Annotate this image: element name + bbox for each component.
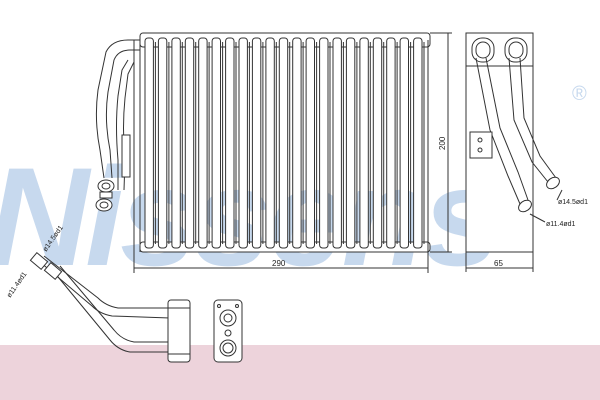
side-pipe-a-inner: [485, 57, 529, 201]
fin-tube: [372, 37, 383, 249]
fin-tube: [211, 37, 222, 249]
detail-port-lower: [219, 339, 237, 357]
detail-port-upper: [219, 309, 237, 327]
fin-tube: [238, 37, 248, 249]
detail-bolt-hole: [224, 329, 232, 337]
detail-pipe-upper: [39, 261, 171, 319]
pipe-bracket: [121, 134, 131, 178]
pipe-fitting-nut: [99, 191, 113, 199]
detail-fitting-upper: [29, 251, 49, 271]
inlet-pipe: [95, 39, 140, 179]
fin-tube: [292, 37, 302, 249]
detail-port-lower-inner: [222, 342, 234, 354]
side-view: [465, 32, 563, 272]
detail-pipe-upper-inner: [43, 255, 170, 309]
fin-tube: [332, 37, 342, 249]
outlet-pipe: [116, 59, 129, 190]
side-label-small: ø11.4ød1: [546, 221, 576, 228]
fin-tube: [359, 37, 369, 249]
side-pipe-b: [508, 57, 549, 183]
side-loop-right-inner: [508, 41, 524, 59]
dim-height-label: 200: [438, 136, 447, 150]
detail-corner-hole-a: [217, 304, 221, 308]
side-bracket-hole-bottom: [477, 147, 483, 153]
side-pipe-b-inner: [519, 57, 557, 179]
side-loop-left: [471, 37, 495, 63]
detail-port-upper-inner: [223, 313, 233, 323]
fin-tube: [345, 37, 356, 249]
pipe-fitting-upper-hole: [101, 182, 111, 190]
fin-tube: [319, 37, 329, 249]
side-fitting-large: [546, 176, 560, 190]
fin-tube: [386, 37, 396, 249]
side-loop-right: [504, 37, 528, 63]
registered-mark: ®: [572, 83, 587, 105]
detail-pipe-lower: [53, 271, 170, 353]
pipe-fitting-upper: [97, 179, 115, 193]
fin-tube: [251, 37, 262, 249]
dim-width-label: 290: [272, 259, 286, 268]
leader-small: [529, 213, 546, 223]
core-fins: [144, 37, 425, 249]
fin-tube: [278, 37, 289, 249]
side-fitting-small: [518, 199, 532, 213]
side-label-large: ø14.5ød1: [558, 199, 588, 206]
fin-tube: [265, 37, 275, 249]
fin-tube: [225, 37, 235, 249]
inlet-pipe-inner: [105, 49, 140, 179]
pipe-fitting-lower: [95, 198, 113, 212]
side-pipe-a: [475, 57, 521, 205]
detail-corner-hole-b: [235, 304, 239, 308]
fin-tube: [144, 37, 154, 249]
detail-pipe-lower-inner: [59, 265, 170, 343]
watermark-group: Nissens: [0, 138, 501, 295]
side-bracket-hole-top: [477, 137, 483, 143]
watermark-text: Nissens: [0, 138, 497, 295]
fin-tube: [198, 37, 208, 249]
leader-large: [556, 189, 563, 201]
fin-tube: [413, 37, 423, 249]
fin-tube: [157, 37, 168, 249]
fin-tube: [399, 37, 410, 249]
fin-tube: [184, 37, 195, 249]
side-loop-left-inner: [475, 41, 491, 59]
side-bracket: [469, 131, 493, 159]
bottom-band: [0, 345, 600, 400]
pipe-detail: [29, 251, 243, 363]
pipe-fitting-lower-hole: [99, 201, 109, 209]
dim-depth-label: 65: [494, 259, 503, 268]
fin-tube: [171, 37, 181, 249]
detail-flange-side: [167, 299, 191, 363]
detail-fitting-lower: [43, 261, 63, 281]
detail-flange-face: [213, 299, 243, 363]
fin-tube: [305, 37, 316, 249]
front-view: [95, 32, 452, 273]
